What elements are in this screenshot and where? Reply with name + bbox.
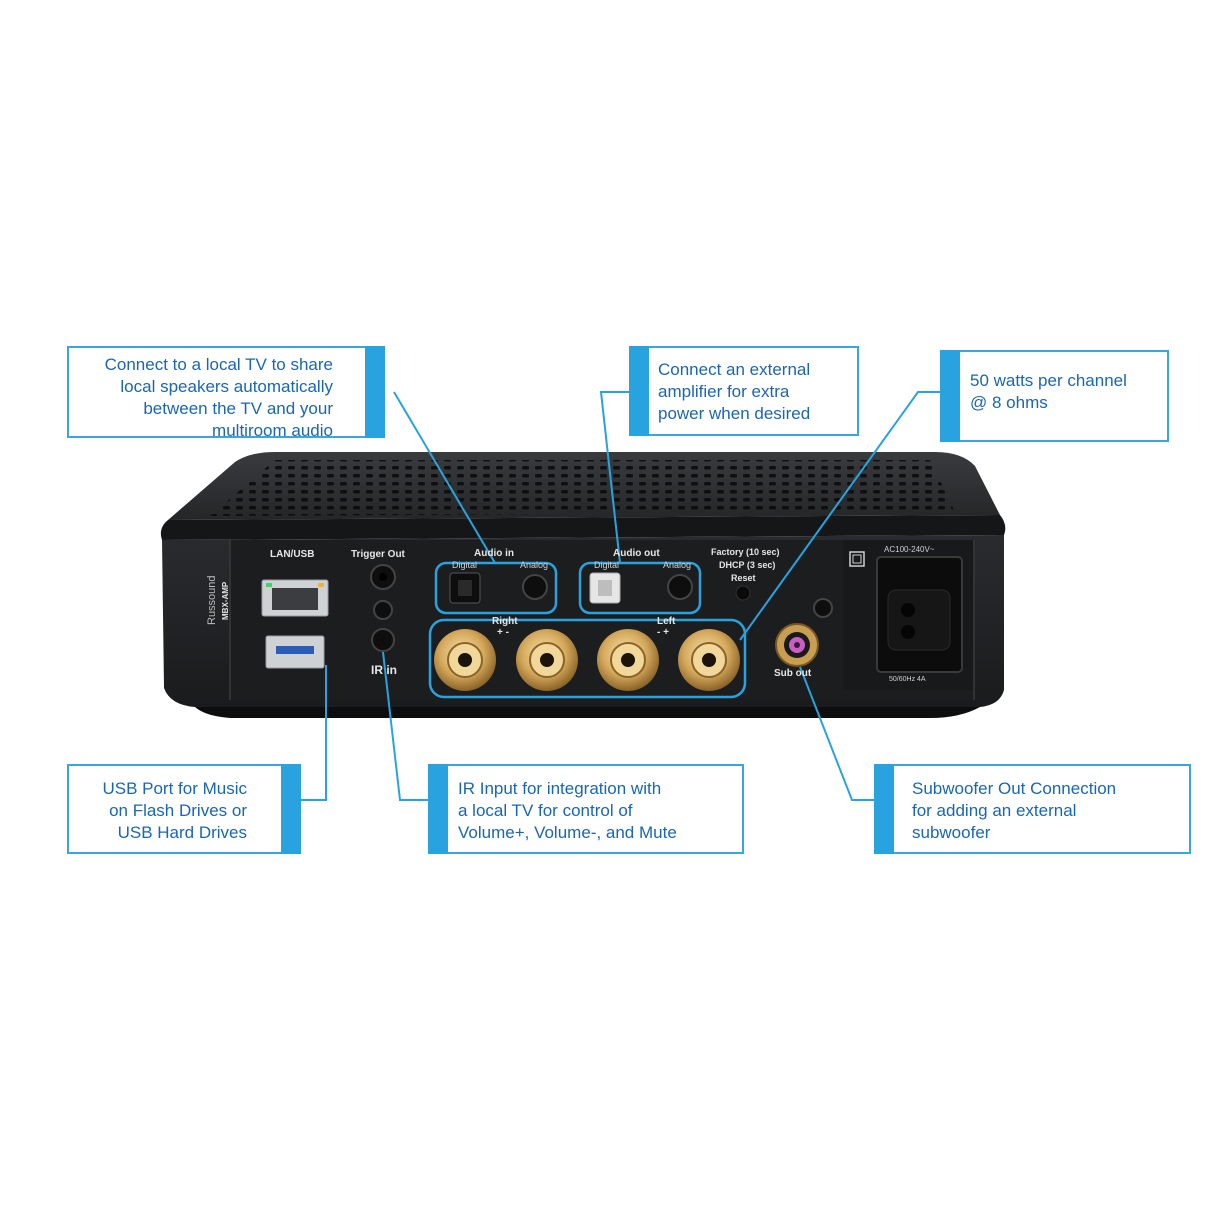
callout-tv-share-text: Connect to a local TV to share local spe… — [104, 355, 333, 440]
class-ii-icon — [849, 551, 865, 567]
leader-ir — [382, 651, 428, 801]
leader-sub — [799, 666, 874, 801]
callout-watts-text: 50 watts per channel @ 8 ohms — [970, 371, 1127, 412]
label-left-polarity: - + — [657, 627, 669, 638]
label-sub-out: Sub out — [774, 668, 812, 679]
callout-ir-input: IR Input for integration with a local TV… — [428, 764, 744, 854]
chassis-lip — [160, 515, 1006, 540]
speaker-posts-highlight — [428, 618, 747, 699]
leader-usb — [301, 665, 327, 801]
ir-in-jack — [371, 628, 395, 652]
label-ac-rating: AC100-240V~ — [884, 545, 935, 554]
audio-in-analog-jack — [522, 574, 548, 600]
vent-grille — [210, 460, 955, 516]
label-ir-in: IR in — [371, 663, 397, 677]
callout-subwoofer: Subwoofer Out Connection for adding an e… — [874, 764, 1191, 854]
label-dhcp: DHCP (3 sec) — [719, 560, 776, 570]
label-right-polarity: + - — [497, 627, 509, 638]
label-analog-out: Analog — [663, 560, 692, 570]
binding-post-right-minus — [516, 629, 578, 691]
label-lan-usb: LAN/USB — [270, 549, 315, 560]
label-trigger-out: Trigger Out — [351, 549, 405, 560]
mid-jack — [373, 600, 393, 620]
label-audio-in: Audio in — [474, 548, 514, 559]
audio-in-highlight — [434, 561, 558, 615]
callout-ir-input-text: IR Input for integration with a local TV… — [458, 779, 677, 842]
model-label: MBX-AMP — [221, 581, 230, 620]
label-factory: Factory (10 sec) — [711, 547, 780, 557]
binding-post-left-minus — [597, 629, 659, 691]
leader-watts — [739, 391, 940, 641]
label-left: Left — [657, 616, 676, 627]
aux-jack — [813, 598, 833, 618]
binding-post-left-plus — [678, 629, 740, 691]
leader-tv-share — [393, 391, 496, 564]
audio-out-analog-jack — [667, 574, 693, 600]
binding-post-right-plus — [434, 629, 496, 691]
label-digital-out: Digital — [594, 560, 620, 570]
leader-external-amp — [599, 391, 629, 564]
callout-usb-port: USB Port for Music on Flash Drives or US… — [67, 764, 301, 854]
callout-watts: 50 watts per channel @ 8 ohms — [940, 350, 1169, 442]
label-analog-in: Analog — [520, 560, 549, 570]
audio-out-highlight — [578, 561, 702, 615]
label-audio-out: Audio out — [613, 548, 660, 559]
callout-tv-share: Connect to a local TV to share local spe… — [67, 346, 385, 440]
callout-subwoofer-text: Subwoofer Out Connection for adding an e… — [912, 779, 1117, 842]
label-right: Right — [492, 616, 518, 627]
label-reset: Reset — [731, 573, 756, 583]
callout-external-amp: Connect an external amplifier for extra … — [629, 346, 859, 436]
callout-usb-port-text: USB Port for Music on Flash Drives or US… — [102, 779, 247, 842]
callout-external-amp-text: Connect an external amplifier for extra … — [658, 360, 811, 423]
label-freq-rating: 50/60Hz 4A — [889, 676, 926, 683]
brand-logo-text: Russound — [206, 575, 218, 625]
label-digital-in: Digital — [452, 560, 478, 570]
reset-button — [735, 585, 751, 601]
